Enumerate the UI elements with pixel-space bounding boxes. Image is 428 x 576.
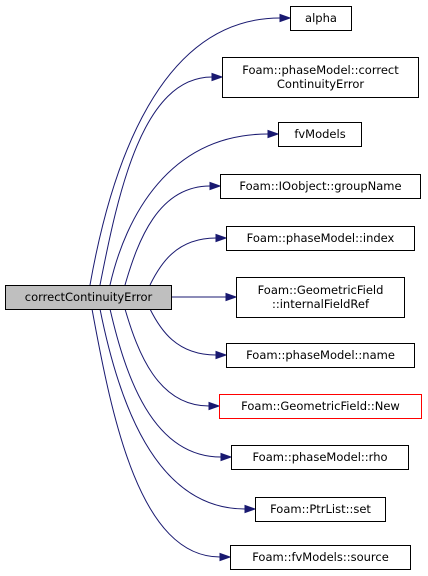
edge-to-fvmodels-source [91,308,232,562]
node-phasemodel-name-box [226,343,415,368]
edge-arrowhead [211,72,224,82]
root-node-correct-continuity-error-box [5,285,172,310]
edge-line [109,308,222,458]
node-fvmodels-source[interactable]: Foam::fvModels::source [230,545,411,570]
edge-to-ioobject-groupname [124,181,222,286]
edge-arrowhead [209,181,222,191]
edge-arrowhead [208,401,221,411]
node-geometricfield-internalfieldref-label-line-1: Foam::GeometricField [258,283,384,297]
node-phasemodel-rho-box [231,445,409,470]
call-nodes: correctContinuityError alphaFoam::phaseMo… [5,6,422,570]
node-phasemodel-name-label: Foam::phaseModel::name [246,348,395,362]
node-geometricfield-new-box [219,394,422,419]
node-ioobject-groupname-box [220,174,421,199]
edge-line [109,133,269,286]
node-geometricfield-new[interactable]: Foam::GeometricField::New [219,394,422,419]
node-fvmodels-box [278,122,362,147]
edge-line [124,185,211,286]
node-phasemodel-correct-continuity-error[interactable]: Foam::phaseModel::correctContinuityError [222,57,419,98]
node-phasemodel-index[interactable]: Foam::phaseModel::index [226,226,415,251]
edge-to-phasemodel-rho [109,308,233,462]
edge-line [149,237,217,286]
node-fvmodels[interactable]: fvModels [278,122,362,147]
node-geometricfield-internalfieldref-label-line-2: ::internalFieldRef [272,297,370,311]
node-phasemodel-correct-continuity-error-box [222,57,419,98]
node-fvmodels-source-label: Foam::fvModels::source [252,550,389,564]
edge-to-phasemodel-index [149,233,228,286]
node-phasemodel-rho-label: Foam::phaseModel::rho [252,450,387,464]
node-fvmodels-label: fvModels [294,127,345,141]
edge-line [99,308,246,510]
edge-line [99,76,213,286]
edge-arrowhead [267,129,280,139]
edge-arrowhead [215,350,228,360]
node-ptrlist-set-label: Foam::PtrList::set [270,502,371,516]
node-geometricfield-internalfieldref-box [236,277,405,318]
node-fvmodels-source-box [230,545,411,570]
edge-to-geometricfield-new [124,308,221,411]
edge-arrowhead [219,552,232,562]
edge-line [91,308,221,558]
call-edges [89,13,292,562]
edge-to-fvmodels [109,129,280,286]
node-ptrlist-set-box [255,497,386,522]
node-phasemodel-correct-continuity-error-label-line-1: Foam::phaseModel::correct [242,63,399,77]
edge-arrowhead [244,504,257,514]
node-alpha-box [290,6,352,31]
node-ioobject-groupname[interactable]: Foam::IOobject::groupName [220,174,421,199]
edge-line [124,308,210,407]
node-alpha-label: alpha [305,11,337,25]
edge-line [149,308,217,356]
node-ptrlist-set[interactable]: Foam::PtrList::set [255,497,386,522]
edge-arrowhead [220,452,233,462]
root-node-correct-continuity-error[interactable]: correctContinuityError [5,285,172,310]
node-geometricfield-new-label: Foam::GeometricField::New [241,399,400,413]
edge-to-phasemodel-correct-continuity-error [99,72,224,286]
node-alpha[interactable]: alpha [290,6,352,31]
node-phasemodel-index-label: Foam::phaseModel::index [247,231,395,245]
node-phasemodel-correct-continuity-error-label-line-2: ContinuityError [277,77,364,91]
root-node-correct-continuity-error-label: correctContinuityError [25,290,153,304]
node-phasemodel-name[interactable]: Foam::phaseModel::name [226,343,415,368]
node-phasemodel-index-box [226,226,415,251]
edge-to-geometricfield-internalfieldref [171,292,238,302]
edge-arrowhead [279,13,292,23]
edge-to-phasemodel-name [149,308,228,360]
node-phasemodel-rho[interactable]: Foam::phaseModel::rho [231,445,409,470]
edge-arrowhead [225,292,238,302]
edge-to-ptrlist-set [99,308,257,514]
node-ioobject-groupname-label: Foam::IOobject::groupName [239,179,401,193]
edge-arrowhead [215,233,228,243]
edge-to-alpha [89,13,292,286]
edge-line [89,17,281,286]
node-geometricfield-internalfieldref[interactable]: Foam::GeometricField::internalFieldRef [236,277,405,318]
